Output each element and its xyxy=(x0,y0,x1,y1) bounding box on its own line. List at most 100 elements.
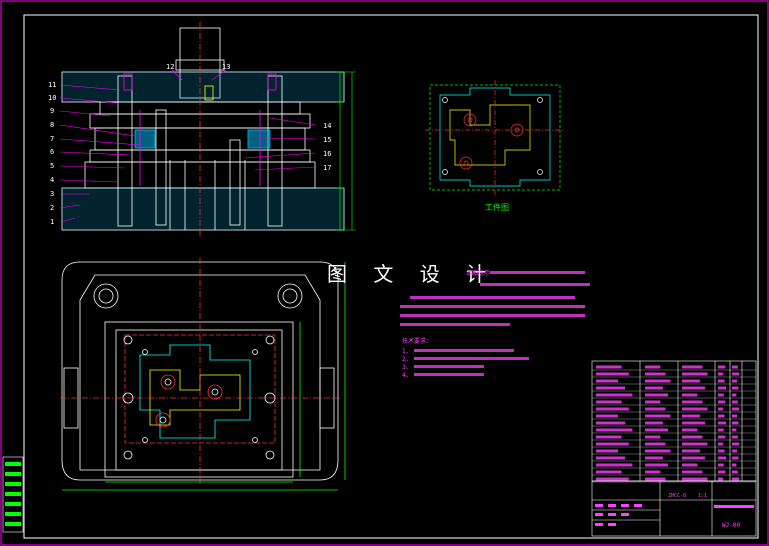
parts-list-cell-text xyxy=(645,393,668,397)
parts-list-cell-text xyxy=(718,393,724,397)
callout-15: 15 xyxy=(323,136,331,144)
parts-list-cell-text xyxy=(718,386,727,390)
parts-list-cell-text xyxy=(732,407,740,411)
parts-list-cell-text xyxy=(682,449,700,453)
parts-list-cell-text xyxy=(596,421,626,425)
parts-list-cell-text xyxy=(732,414,738,418)
callout-17: 17 xyxy=(323,164,331,172)
part-drawing xyxy=(425,80,565,195)
callout-16: 16 xyxy=(323,150,331,158)
callout-6: 6 xyxy=(50,148,54,156)
callout-13: 13 xyxy=(222,63,230,71)
parts-list-cell-text xyxy=(645,400,661,404)
parts-list-cell-text xyxy=(732,393,737,397)
parts-list-cell-text xyxy=(645,442,666,446)
drawing-title: 图 文 设 计 xyxy=(327,262,496,286)
parts-list-cell-text xyxy=(596,365,622,369)
parts-list-cell-text xyxy=(596,379,618,383)
parts-list-cell-text xyxy=(645,372,666,376)
parts-list-cell-text xyxy=(596,456,626,460)
parts-list-cell-text xyxy=(645,365,661,369)
parts-list-cell-text xyxy=(732,435,738,439)
parts-list-cell-text xyxy=(596,386,626,390)
parts-list-cell-text xyxy=(732,379,738,383)
parts-list-cell-text xyxy=(718,449,725,453)
parts-list-cell-text xyxy=(682,365,703,369)
parts-list-cell-text xyxy=(718,477,723,481)
parts-list-cell-text xyxy=(732,386,739,390)
parts-list-cell-text xyxy=(732,470,738,474)
parts-list-cell-text xyxy=(596,477,629,481)
parts-list-cell-text xyxy=(718,435,726,439)
parts-list-cell-text xyxy=(718,456,727,460)
plan-view xyxy=(60,258,346,491)
parts-list-cell-text xyxy=(645,435,661,439)
parts-list-cell-text xyxy=(682,400,703,404)
callout-14: 14 xyxy=(323,122,331,130)
parts-list-cell-text xyxy=(645,407,666,411)
parts-list-cell-text xyxy=(682,386,705,390)
parts-list-cell-text xyxy=(682,379,700,383)
parts-list-cell-text xyxy=(682,407,708,411)
parts-list-cell-text xyxy=(645,414,671,418)
parts-list-cell-text xyxy=(718,372,723,376)
parts-list-cell-text xyxy=(596,407,629,411)
parts-list-cell-text xyxy=(596,463,633,467)
technical-notes: 技术要求： 1、 2、 3、 4、 xyxy=(402,337,529,379)
part-view-label: 工件图 xyxy=(485,202,509,212)
parts-list-cell-text xyxy=(718,470,726,474)
parts-list-cell-text xyxy=(645,456,663,460)
assembly-section-view xyxy=(61,22,345,236)
callout-numbers-top: 12 13 xyxy=(166,63,230,71)
left-tag-strip xyxy=(2,456,24,533)
callout-9: 9 xyxy=(50,107,54,115)
parts-list-cell-text xyxy=(596,372,629,376)
parts-list-cell-text xyxy=(682,470,703,474)
callout-10: 10 xyxy=(48,94,56,102)
note-1-number: 1、 xyxy=(402,348,412,355)
parts-list-cell-text xyxy=(732,400,738,404)
inner-frame xyxy=(23,14,759,539)
parts-list-rows xyxy=(592,365,756,483)
parts-list-cell-text xyxy=(718,442,723,446)
callout-numbers-left: 11 10 9 8 7 6 5 4 3 2 1 xyxy=(48,81,56,226)
parts-list-cell-text xyxy=(682,421,705,425)
parts-list-cell-text xyxy=(682,456,705,460)
parts-list-cell-text xyxy=(682,477,708,481)
parts-list-cell-text xyxy=(732,442,740,446)
parts-list-cell-text xyxy=(645,463,668,467)
parts-list-cell-text xyxy=(718,428,724,432)
callout-11: 11 xyxy=(48,81,56,89)
callout-1: 1 xyxy=(50,218,54,226)
assembly-dimensions xyxy=(336,71,356,231)
parts-list-cell-text xyxy=(596,393,633,397)
parts-list-cell-text xyxy=(645,477,666,481)
parts-list-cell-text xyxy=(596,449,618,453)
parts-list-cell-text xyxy=(596,470,622,474)
parts-list-cell-text xyxy=(732,428,737,432)
note-2-number: 2、 xyxy=(402,356,412,363)
note-3-number: 3、 xyxy=(402,364,412,371)
parts-list-cell-text xyxy=(645,386,663,390)
callout-12: 12 xyxy=(166,63,174,71)
parts-list-cell-text xyxy=(682,414,700,418)
parts-list-cell-text xyxy=(596,428,633,432)
parts-list-cell-text xyxy=(682,428,698,432)
parts-list-cell-text xyxy=(596,442,629,446)
parts-list-cell-text xyxy=(718,414,725,418)
parts-list xyxy=(591,360,757,482)
parts-list-cell-text xyxy=(718,400,726,404)
callout-leaders xyxy=(59,69,316,223)
parts-list-cell-text xyxy=(596,400,622,404)
parts-list-cell-text xyxy=(732,449,738,453)
callout-4: 4 xyxy=(50,176,54,184)
description-lead: 本图所示 xyxy=(466,269,490,277)
callout-2: 2 xyxy=(50,204,54,212)
title-block-code: ZHCC-8 xyxy=(668,493,686,499)
parts-list-cell-text xyxy=(682,442,708,446)
parts-list-cell-text xyxy=(718,463,724,467)
parts-list-cell-text xyxy=(718,421,727,425)
callout-3: 3 xyxy=(50,190,54,198)
parts-list-cell-text xyxy=(596,435,622,439)
parts-list-cell-text xyxy=(645,421,663,425)
